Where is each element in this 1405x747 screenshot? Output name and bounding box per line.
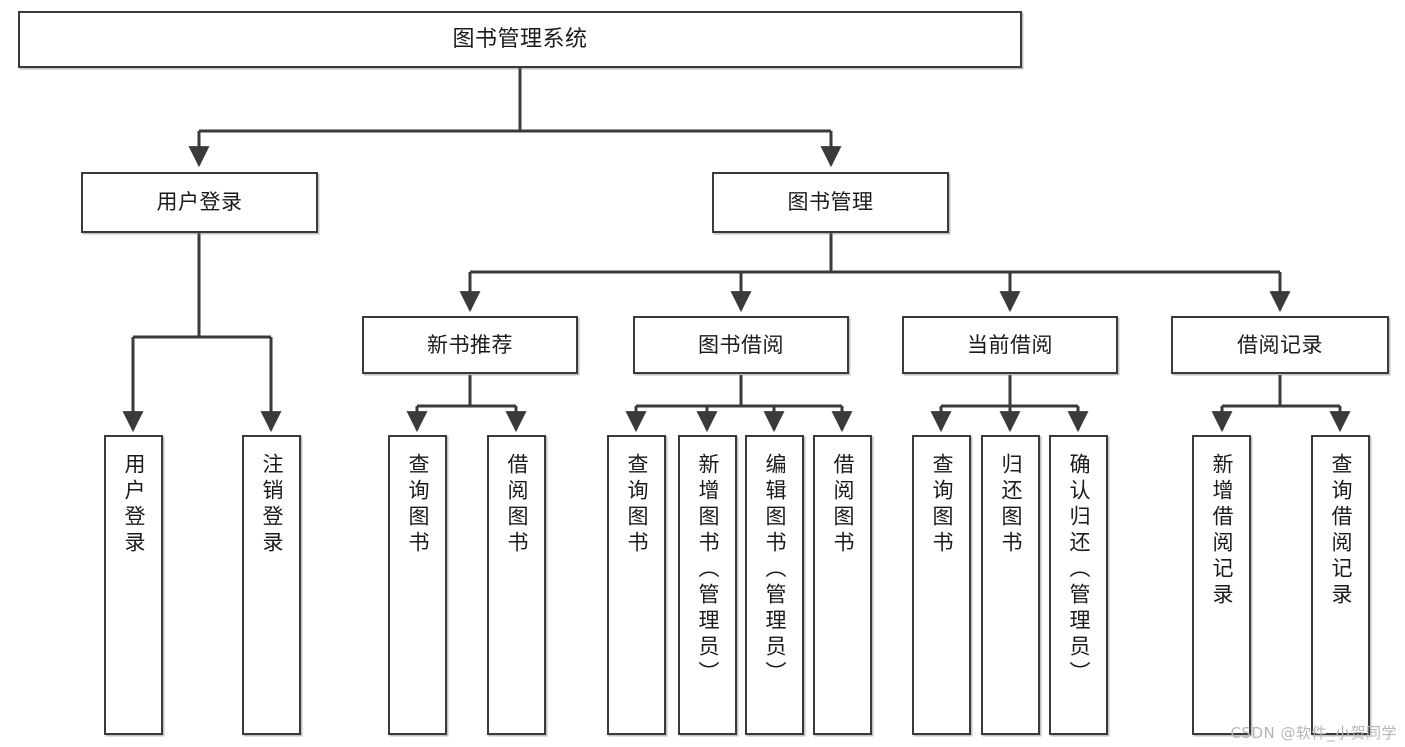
node-new-book-recommend[interactable]: 新书推荐 [362, 316, 578, 374]
leaf-borrow-book-borrow[interactable]: 借阅图书 [813, 435, 872, 735]
node-label: 借阅图书 [505, 453, 529, 557]
leaf-query-book-recommend[interactable]: 查询图书 [388, 435, 447, 735]
csdn-watermark: CSDN @软件_小贺同学 [1230, 724, 1397, 742]
leaf-logout-login[interactable]: 注销登录 [242, 435, 301, 735]
node-label: 新增图书（管理员） [696, 453, 720, 687]
node-label: 用户登录 [156, 190, 243, 215]
node-label: 图书管理系统 [452, 26, 588, 52]
leaf-query-book-current[interactable]: 查询图书 [912, 435, 971, 735]
node-current-borrow[interactable]: 当前借阅 [902, 316, 1118, 374]
node-label: 注销登录 [260, 453, 284, 557]
node-label: 当前借阅 [967, 332, 1053, 357]
leaf-query-borrow-record[interactable]: 查询借阅记录 [1311, 435, 1370, 735]
leaf-edit-book-admin[interactable]: 编辑图书（管理员） [745, 435, 804, 735]
node-label: 查询借阅记录 [1329, 453, 1353, 609]
leaf-user-login[interactable]: 用户登录 [104, 435, 163, 735]
leaf-query-book-borrow[interactable]: 查询图书 [607, 435, 666, 735]
node-book-manage[interactable]: 图书管理 [712, 172, 949, 233]
node-label: 归还图书 [999, 453, 1023, 557]
leaf-return-book[interactable]: 归还图书 [981, 435, 1040, 735]
node-label: 图书管理 [787, 190, 874, 215]
node-label: 查询图书 [625, 453, 649, 557]
node-borrow-record[interactable]: 借阅记录 [1171, 316, 1389, 374]
node-label: 图书借阅 [698, 332, 784, 357]
leaf-borrow-book-recommend[interactable]: 借阅图书 [487, 435, 546, 735]
leaf-confirm-return-admin[interactable]: 确认归还（管理员） [1049, 435, 1108, 735]
node-book-borrow[interactable]: 图书借阅 [633, 316, 849, 374]
node-label: 新书推荐 [427, 332, 513, 357]
node-label: 新增借阅记录 [1210, 453, 1234, 609]
node-label: 用户登录 [122, 453, 146, 557]
node-label: 查询图书 [406, 453, 430, 557]
node-label: 查询图书 [930, 453, 954, 557]
leaf-add-book-admin[interactable]: 新增图书（管理员） [678, 435, 737, 735]
node-label: 确认归还（管理员） [1067, 453, 1091, 687]
node-user-login[interactable]: 用户登录 [81, 172, 318, 233]
node-label: 借阅图书 [831, 453, 855, 557]
node-label: 编辑图书（管理员） [763, 453, 787, 687]
leaf-add-borrow-record[interactable]: 新增借阅记录 [1192, 435, 1251, 735]
node-book-management-system[interactable]: 图书管理系统 [18, 11, 1022, 68]
node-label: 借阅记录 [1237, 332, 1323, 357]
